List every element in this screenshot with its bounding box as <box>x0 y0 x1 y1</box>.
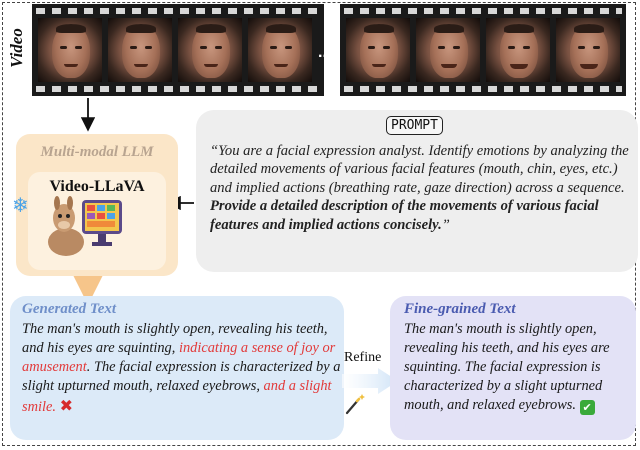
hallucinated-span: indicating a sense of joy or amusement <box>22 340 336 375</box>
video-filmstrip-right <box>340 4 626 96</box>
generated-text-title: Generated Text <box>22 301 117 317</box>
video-frame <box>416 18 480 82</box>
prompt-box <box>196 110 638 272</box>
video-frame <box>486 18 550 82</box>
fine-grained-text-body: The man's mouth is slightly open, reveal… <box>404 321 610 415</box>
refine-arrow <box>342 368 398 394</box>
cross-mark-icon: ✖ <box>59 396 73 415</box>
video-frame <box>556 18 620 82</box>
prompt-bold-instruction: Provide a detailed description of the mo… <box>210 198 599 233</box>
frames-ellipsis: ... <box>318 44 332 61</box>
video-filmstrip-left <box>32 4 324 96</box>
prompt-text: “You are a facial expression analyst. Id… <box>210 143 629 233</box>
generated-text-body: The man's mouth is slightly open, reveal… <box>22 321 341 415</box>
llama-mascot-icon <box>48 196 122 256</box>
llm-section-title: Multi-modal LLM <box>40 144 154 160</box>
film-sprockets <box>344 86 622 92</box>
video-frame <box>38 18 102 82</box>
fine-grained-text-box <box>390 296 636 440</box>
prompt-badge: PROMPT <box>386 116 443 135</box>
video-frame <box>346 18 410 82</box>
fine-grained-text-title: Fine-grained Text <box>404 301 516 317</box>
refine-label: Refine <box>344 350 382 365</box>
check-mark-icon: ✔ <box>579 400 595 415</box>
film-sprockets <box>36 86 320 92</box>
film-sprockets <box>344 8 622 14</box>
hallucinated-span: and a slight smile. <box>22 378 332 415</box>
video-frame <box>248 18 312 82</box>
generated-text-box <box>10 296 344 440</box>
video-frame <box>178 18 242 82</box>
video-frame <box>108 18 172 82</box>
snowflake-icon: ❄ <box>12 195 29 217</box>
model-name: Video-LLaVA <box>49 178 145 195</box>
multimodal-llm-box: Multi-modal LLM Video-LLaVA <box>16 134 178 276</box>
film-sprockets <box>36 8 320 14</box>
magic-wand-icon <box>345 394 365 415</box>
